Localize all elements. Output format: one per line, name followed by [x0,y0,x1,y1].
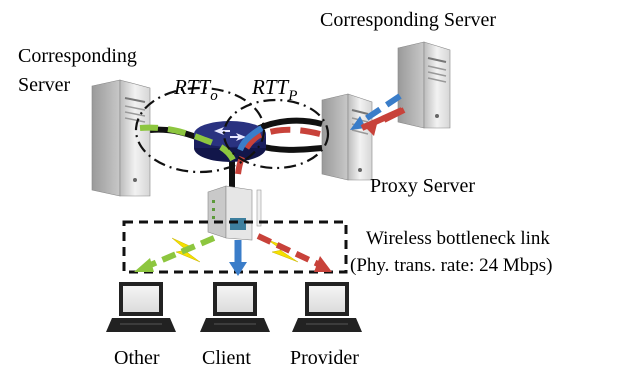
laptop-icon-client [200,282,270,332]
provider-flow-wireless-arrowhead [314,256,332,272]
wireless-link-rate-label: (Phy. trans. rate: 24 Mbps) [350,255,552,276]
corresponding-server-left-label-line1: Corresponding [18,45,137,67]
proxy-server-icon [321,93,373,181]
client-flow-wireless-arrowhead [229,262,247,276]
rtt-o-label: RTTo [173,75,218,104]
provider-flow-wireless-arrow [256,233,320,267]
rtt-o-ellipse [134,86,266,174]
proxy-server-label: Proxy Server [370,175,475,197]
wireless-link-label: Wireless bottleneck link [366,228,550,249]
lightning-icon-right [267,239,299,263]
corresponding-server-left-label-line2: Server [18,74,71,96]
wireless-bottleneck-box [122,220,348,274]
provider-flow-server-arrowhead [362,120,378,136]
other-flow-wireless-arrowhead [134,258,154,272]
client-label: Client [202,347,251,369]
server-link-dash [382,107,406,123]
corresponding-server-left-icon [91,79,151,197]
rtt-p-ellipse [222,98,330,170]
wireless-access-point-icon [207,185,262,241]
other-client-label: Other [114,347,160,369]
other-flow-wireless-arrow [146,235,216,269]
client-flow-server-arrow [356,93,402,127]
corresponding-server-right-icon [397,41,451,129]
corresponding-server-right-label: Corresponding Server [320,9,496,31]
laptop-icon-other [106,282,176,332]
laptop-icon-provider [292,282,362,332]
other-flow-wired-arrow [139,124,239,169]
rtt-p-label: RTTP [251,75,297,104]
provider-label: Provider [290,347,359,369]
client-flow-wired-arrow [237,125,264,152]
